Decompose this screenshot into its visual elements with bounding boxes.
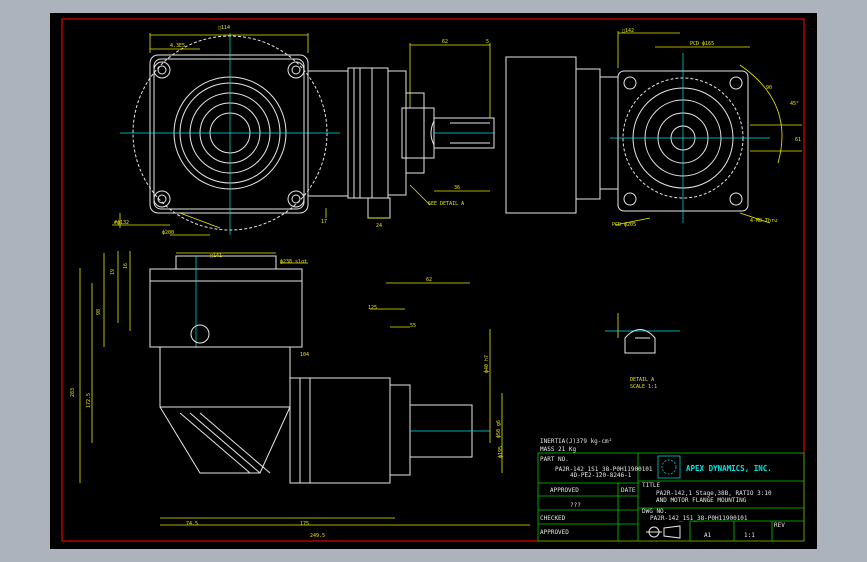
date-label: DATE xyxy=(621,487,636,494)
dwg-no-label: DWG NO. xyxy=(642,508,667,515)
sheet-size: A1 xyxy=(704,532,712,539)
dim-745: 74.5 xyxy=(186,521,198,527)
bottom-view: 283 172.5 98 19 16 □141 ф238 slot 104 62… xyxy=(70,251,530,539)
dim-141: □141 xyxy=(210,253,222,259)
dim-195: ф195 xyxy=(498,446,504,458)
dim-pilot: ф200 xyxy=(162,230,174,236)
dim-104: 104 xyxy=(300,352,309,358)
title-line2: AND MOTOR FLANGE MOUNTING xyxy=(656,497,747,504)
title-block: INERTIA(J)379 kg-cm² MASS 21 Kg PART NO.… xyxy=(537,438,805,542)
detail-label: DETAIL A xyxy=(630,377,654,383)
dim-key-len: 36 xyxy=(454,185,460,191)
dim-175: 175 xyxy=(300,521,309,527)
dim-50: ф50 g6 xyxy=(496,420,502,438)
dim-square-top: □142 xyxy=(622,28,634,34)
dim-19: 19 xyxy=(110,269,116,275)
company-logo xyxy=(657,455,681,479)
part-no-2: 4D-PE2-120-8246-1 xyxy=(570,472,632,479)
title-label: TITLE xyxy=(642,482,660,489)
dim-283: 283 xyxy=(70,388,76,397)
dim-shaft-right: 61 xyxy=(795,137,801,143)
inertia-text: INERTIA(J)379 kg-cm² xyxy=(540,438,612,445)
company-name: APEX DYNAMICS, INC. xyxy=(686,464,772,473)
motor-box xyxy=(505,56,577,214)
dim-1725: 172.5 xyxy=(86,393,92,408)
dim-16: 16 xyxy=(123,263,129,269)
output-shaft-view: 62 5 36 SEE DETAIL A xyxy=(401,39,495,207)
dim-2495: 249.5 xyxy=(310,533,325,539)
sheet-scale: 1:1 xyxy=(744,532,755,539)
dim-98: 98 xyxy=(96,309,102,315)
dim-flange-square: □114 xyxy=(218,25,230,31)
dim-flange-offset: 4.3E5 xyxy=(170,43,185,49)
gearbox-body xyxy=(289,377,391,484)
dwg-no: PA2R-142_1S1_38-P0H11900101 xyxy=(650,515,748,522)
detail-a: DETAIL A SCALE 1:1 xyxy=(605,313,680,390)
scale-label: SCALE 1:1 xyxy=(630,384,657,390)
side-view: □142 PCD ф165 90 45° 61 PCD ф205 4-M8 Th… xyxy=(505,28,802,228)
title-line1: PA2R-142,1 Stage,38B, RATIO 3:10 xyxy=(656,490,772,497)
dim-62b: 62 xyxy=(426,277,432,283)
dim-shaft-len: 62 xyxy=(442,39,448,45)
approved-value: ??? xyxy=(570,502,581,509)
mass-text: MASS 21 Kg xyxy=(540,446,577,453)
callout-detail: SEE DETAIL A xyxy=(428,201,464,207)
dim-pcd-top: PCD ф165 xyxy=(690,41,714,47)
rev-label: REV xyxy=(774,522,785,529)
dim-bolt-hole: #ф132 xyxy=(114,220,129,226)
dim-125: 125 xyxy=(368,305,377,311)
part-no: PA2R-142_1S1_38-P0H11900101 xyxy=(555,466,653,473)
drawn-label: APPROVED xyxy=(540,529,569,536)
dim-55: 55 xyxy=(410,323,416,329)
dim-90: 90 xyxy=(766,85,772,91)
dim-side-a: 24 xyxy=(376,223,382,229)
dim-238: ф238 slot xyxy=(280,259,307,265)
dim-40: ф40 h7 xyxy=(484,355,490,373)
front-view: □114 4.3E5 #ф132 ф200 xyxy=(112,25,340,236)
cad-drawing: □114 4.3E5 #ф132 ф200 17 24 62 5 36 SEE xyxy=(61,18,805,542)
dim-pcd-bottom: PCD ф205 xyxy=(612,222,636,228)
sheet-border xyxy=(61,18,805,542)
checked-label: CHECKED xyxy=(540,515,566,522)
adapter-body: 17 24 xyxy=(307,67,425,229)
dim-thread: 4-M8 Thru xyxy=(750,218,777,224)
dim-angle: 45° xyxy=(790,101,799,107)
part-no-label: PART NO. xyxy=(540,456,569,463)
dim-shaft-key: 5 xyxy=(486,39,489,45)
drawing-viewport[interactable]: □114 4.3E5 #ф132 ф200 17 24 62 5 36 SEE xyxy=(50,13,817,549)
dim-side-b: 17 xyxy=(321,219,327,225)
approved-label: APPROVED xyxy=(550,487,579,494)
